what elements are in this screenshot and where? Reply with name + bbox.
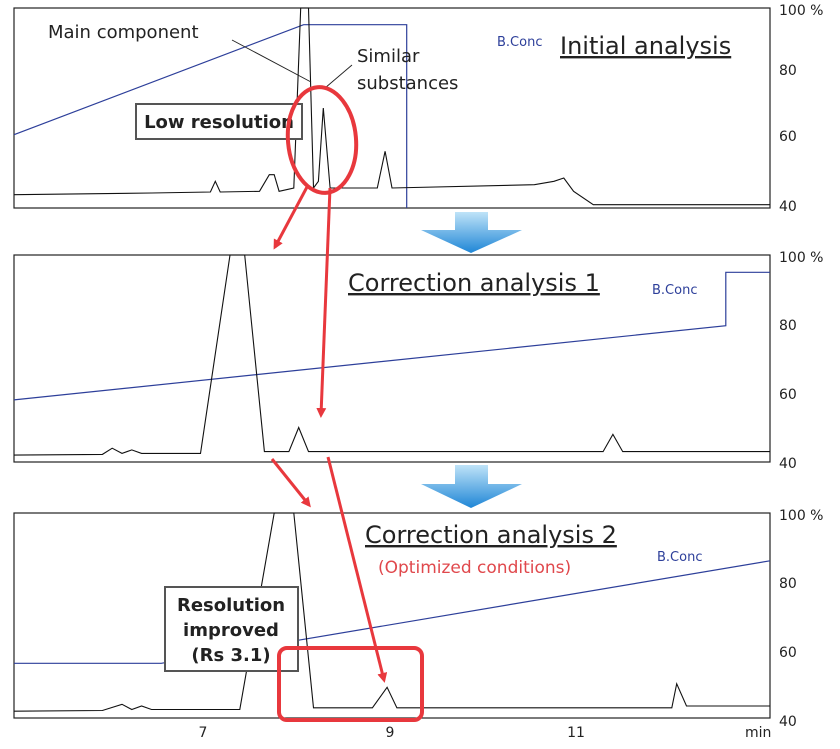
bconc-line xyxy=(14,560,771,664)
panel-title: Initial analysis xyxy=(560,32,731,60)
similar-label-line2: substances xyxy=(357,73,458,94)
connector-arrows xyxy=(270,186,388,683)
panel-correction-analysis-1: Correction analysis 1 B.Conc 100 % 80 60… xyxy=(13,250,823,472)
chromatogram-trace xyxy=(13,7,770,206)
x-tick: 7 xyxy=(199,725,208,741)
similar-label-line1: Similar xyxy=(357,46,420,67)
y-tick: 100 % xyxy=(779,250,823,266)
bconc-label: B.Conc xyxy=(657,550,702,565)
y-tick: 80 xyxy=(779,318,797,334)
bconc-line xyxy=(13,271,770,401)
y-ticks: 100 % 80 60 40 xyxy=(779,508,823,730)
x-tick: 9 xyxy=(386,725,395,741)
panel-title: Correction analysis 1 xyxy=(348,269,600,297)
x-tick: 11 xyxy=(567,725,585,741)
highlight-box xyxy=(277,646,424,722)
red-arrow xyxy=(270,458,311,508)
y-tick: 40 xyxy=(779,456,797,472)
bconc-line xyxy=(13,24,408,208)
y-ticks: 100 % 80 60 40 xyxy=(779,250,823,472)
bconc-label: B.Conc xyxy=(652,283,697,298)
leader-line xyxy=(324,64,353,89)
bconc-label: B.Conc xyxy=(497,35,542,50)
y-ticks: 100 % 80 60 40 xyxy=(779,3,823,215)
y-tick: 100 % xyxy=(779,3,823,19)
panel-initial-analysis: Initial analysis B.Conc 100 % 80 60 40 M… xyxy=(13,3,823,215)
red-arrow xyxy=(316,187,332,418)
y-tick: 40 xyxy=(779,199,797,215)
x-axis-unit: min xyxy=(745,725,771,741)
low-resolution-box xyxy=(135,103,303,140)
highlight-ellipse xyxy=(285,85,359,195)
panel-subtitle: (Optimized conditions) xyxy=(378,558,571,578)
low-resolution-label: Low resolution xyxy=(144,112,294,133)
panel-title: Correction analysis 2 xyxy=(365,521,617,549)
y-tick: 60 xyxy=(779,645,797,661)
red-arrow xyxy=(326,456,388,683)
panel-correction-analysis-2: Correction analysis 2 (Optimized conditi… xyxy=(13,508,823,741)
resolution-label-line1: Resolution xyxy=(177,595,285,616)
chromatogram-trace xyxy=(13,512,770,712)
panel-frame xyxy=(13,7,771,209)
y-tick: 40 xyxy=(779,714,797,730)
y-tick: 60 xyxy=(779,129,797,145)
y-tick: 60 xyxy=(779,387,797,403)
y-tick: 80 xyxy=(779,576,797,592)
red-arrow xyxy=(273,186,309,250)
y-tick: 80 xyxy=(779,63,797,79)
resolution-label-line2: improved xyxy=(183,620,279,641)
leader-line xyxy=(231,39,312,83)
main-component-label: Main component xyxy=(48,22,199,43)
panel-frame xyxy=(13,254,771,463)
chromatogram-trace xyxy=(13,254,770,456)
y-tick: 100 % xyxy=(779,508,823,524)
resolution-improved-box xyxy=(164,586,299,672)
down-arrow xyxy=(421,212,522,253)
x-ticks: 7 9 11 min xyxy=(199,725,772,741)
down-arrow xyxy=(421,465,522,508)
resolution-label-line3: (Rs 3.1) xyxy=(191,645,270,666)
